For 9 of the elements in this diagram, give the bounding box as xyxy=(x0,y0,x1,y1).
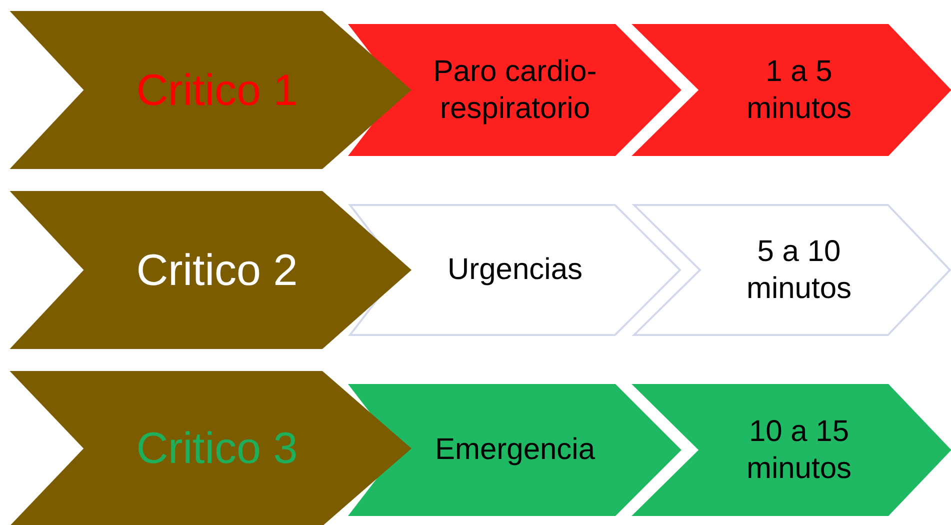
time-label: 10 a 15 minutos xyxy=(745,414,853,487)
condition-label: Urgencias xyxy=(447,252,583,288)
time-label: 5 a 10 minutos xyxy=(745,234,853,307)
level-label: Critico 2 xyxy=(136,244,298,296)
condition-label: Paro cardio-respiratorio xyxy=(432,54,598,127)
level-label: Critico 1 xyxy=(136,64,298,116)
level-label: Critico 3 xyxy=(136,423,298,475)
time-label: 1 a 5 minutos xyxy=(745,54,853,127)
condition-label: Emergencia xyxy=(434,432,596,468)
